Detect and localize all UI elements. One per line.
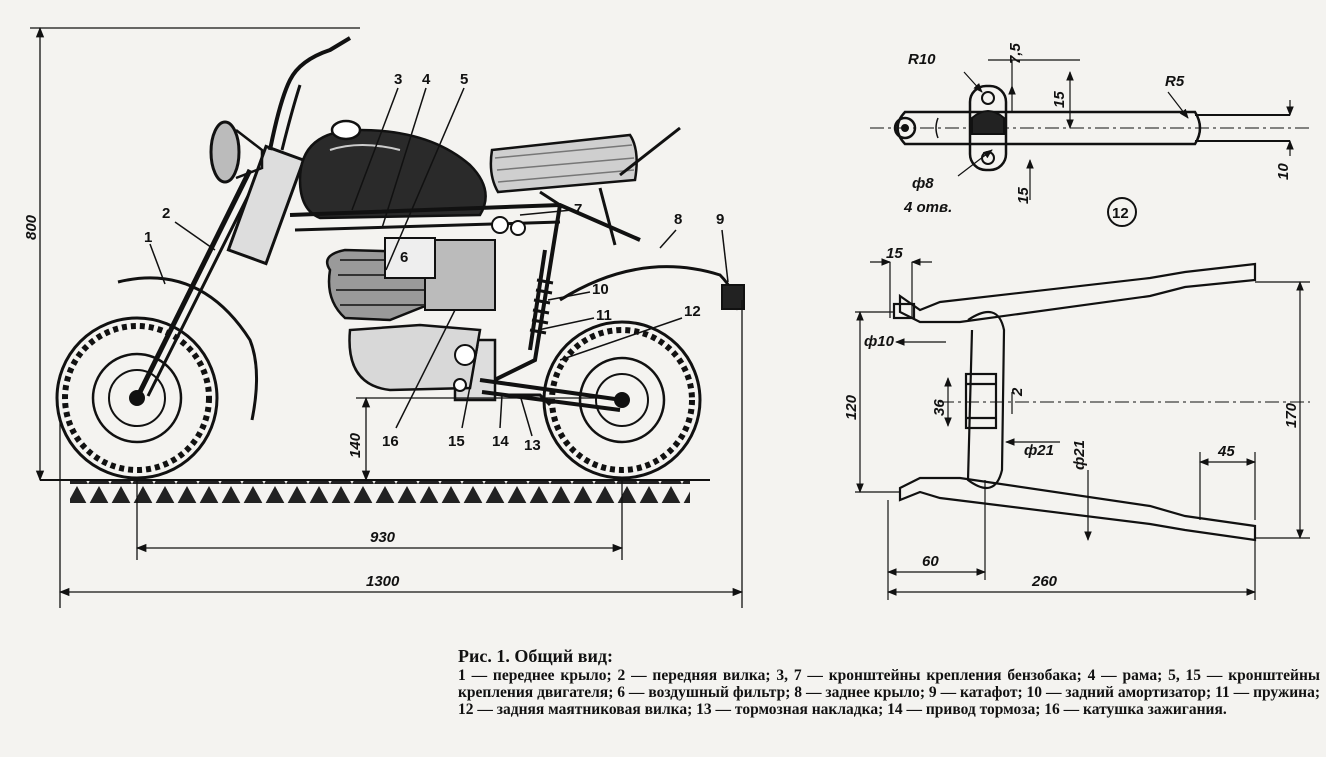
leader-lines bbox=[149, 87, 729, 437]
part-label-14: 14 bbox=[492, 433, 509, 450]
part-label-10: 10 bbox=[592, 281, 609, 298]
dim-36: 36 bbox=[931, 399, 948, 416]
part-label-7: 7 bbox=[574, 201, 582, 218]
dim-45: 45 bbox=[1217, 443, 1235, 460]
dim-260: 260 bbox=[1031, 573, 1058, 590]
minibike-drawing bbox=[40, 36, 745, 503]
part-label-11: 11 bbox=[596, 307, 612, 324]
dim-60: 60 bbox=[922, 553, 939, 570]
part-label-3: 3 bbox=[394, 71, 402, 88]
part-label-13: 13 bbox=[524, 437, 541, 454]
dim-clearance-140: 140 bbox=[347, 432, 364, 458]
dim-r10: R10 bbox=[908, 51, 936, 68]
dim-phi21-a: ф21 bbox=[1024, 442, 1054, 459]
dim-hole-note: 4 отв. bbox=[903, 199, 952, 216]
front-wheel bbox=[55, 316, 219, 480]
front-fender bbox=[117, 276, 258, 421]
ground-hatch bbox=[70, 481, 690, 503]
fuel-tank bbox=[298, 128, 487, 220]
rear-fender bbox=[559, 265, 740, 311]
headlight bbox=[209, 120, 241, 184]
handlebar bbox=[268, 36, 352, 151]
dim-height-800: 800 bbox=[23, 214, 40, 240]
part-label-12: 12 bbox=[684, 303, 701, 320]
dim-wheelbase-930: 930 bbox=[370, 529, 396, 546]
dim-hole-phi8: ф8 bbox=[912, 175, 934, 192]
caption-title: Рис. 1. Общий вид: bbox=[458, 646, 613, 666]
part-label-16: 16 bbox=[382, 433, 399, 450]
dim-phi10: ф10 bbox=[864, 333, 895, 350]
detail-12-label: 12 bbox=[1112, 205, 1129, 222]
figure-caption: Рис. 1. Общий вид: 1 — переднее крыло; 2… bbox=[458, 646, 1320, 718]
dim-170: 170 bbox=[1283, 402, 1300, 428]
part-label-5: 5 bbox=[460, 71, 468, 88]
part-label-9: 9 bbox=[716, 211, 724, 228]
part-label-4: 4 bbox=[422, 71, 431, 88]
rear-shock bbox=[528, 249, 554, 351]
dim-length-1300: 1300 bbox=[366, 573, 400, 590]
part-label-15: 15 bbox=[448, 433, 465, 450]
front-fork bbox=[134, 168, 253, 400]
dim-r5: R5 bbox=[1165, 73, 1185, 90]
swingarm-plan-drawing bbox=[855, 258, 1310, 600]
part-label-1: 1 bbox=[144, 229, 152, 246]
part-label-8: 8 bbox=[674, 211, 682, 228]
dim-120: 120 bbox=[843, 394, 860, 420]
dim-2: 2 bbox=[1009, 387, 1026, 397]
caption-text: 1 — переднее крыло; 2 — передняя вилка; … bbox=[458, 667, 1320, 718]
dim-phi21-b: ф21 bbox=[1071, 440, 1088, 470]
dim-15-bottom: 15 bbox=[1015, 187, 1032, 204]
part-labels: 1 2 3 4 5 6 7 8 9 10 11 12 13 14 15 16 bbox=[144, 71, 724, 454]
detail-12-drawing bbox=[870, 59, 1310, 227]
part-label-6: 6 bbox=[400, 249, 408, 266]
dim-10: 10 bbox=[1275, 163, 1292, 180]
part-label-2: 2 bbox=[162, 205, 170, 222]
dim-7-5: 7,5 bbox=[1007, 42, 1024, 64]
dim-15-top: 15 bbox=[1051, 91, 1068, 108]
main-dimensions bbox=[30, 26, 744, 608]
reflector bbox=[721, 284, 745, 310]
dim-15: 15 bbox=[886, 245, 903, 262]
